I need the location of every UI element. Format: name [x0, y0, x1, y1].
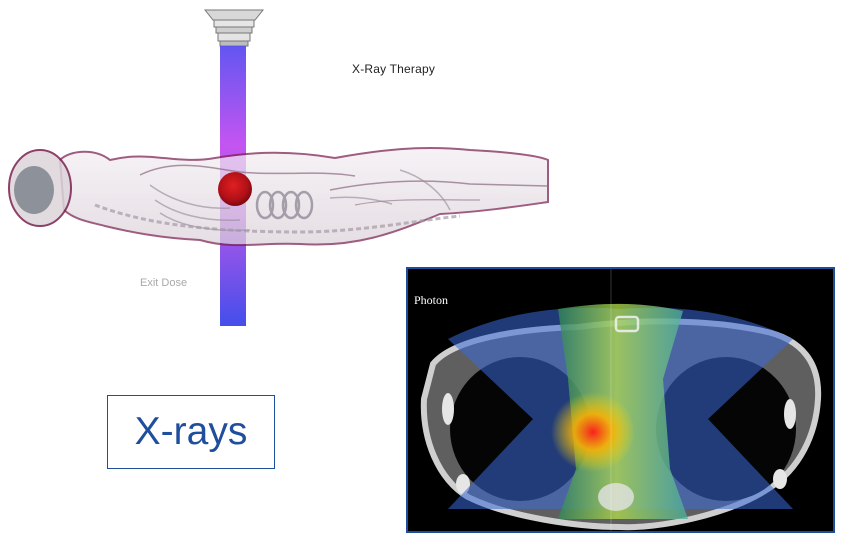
beam-label: X-Ray Therapy	[352, 62, 435, 76]
xray-source-icon	[205, 10, 263, 46]
ct-panel-title: Photon	[414, 293, 448, 308]
tumor-target	[218, 172, 252, 206]
patient-body-illustration	[9, 148, 548, 245]
modality-label: X-rays	[135, 410, 248, 454]
ct-dose-panel: Photon	[406, 267, 835, 533]
modality-label-box: X-rays	[107, 395, 275, 469]
exit-dose-label: Exit Dose	[140, 277, 187, 289]
dose-hotspot	[551, 392, 635, 472]
ct-dose-image	[408, 269, 833, 531]
